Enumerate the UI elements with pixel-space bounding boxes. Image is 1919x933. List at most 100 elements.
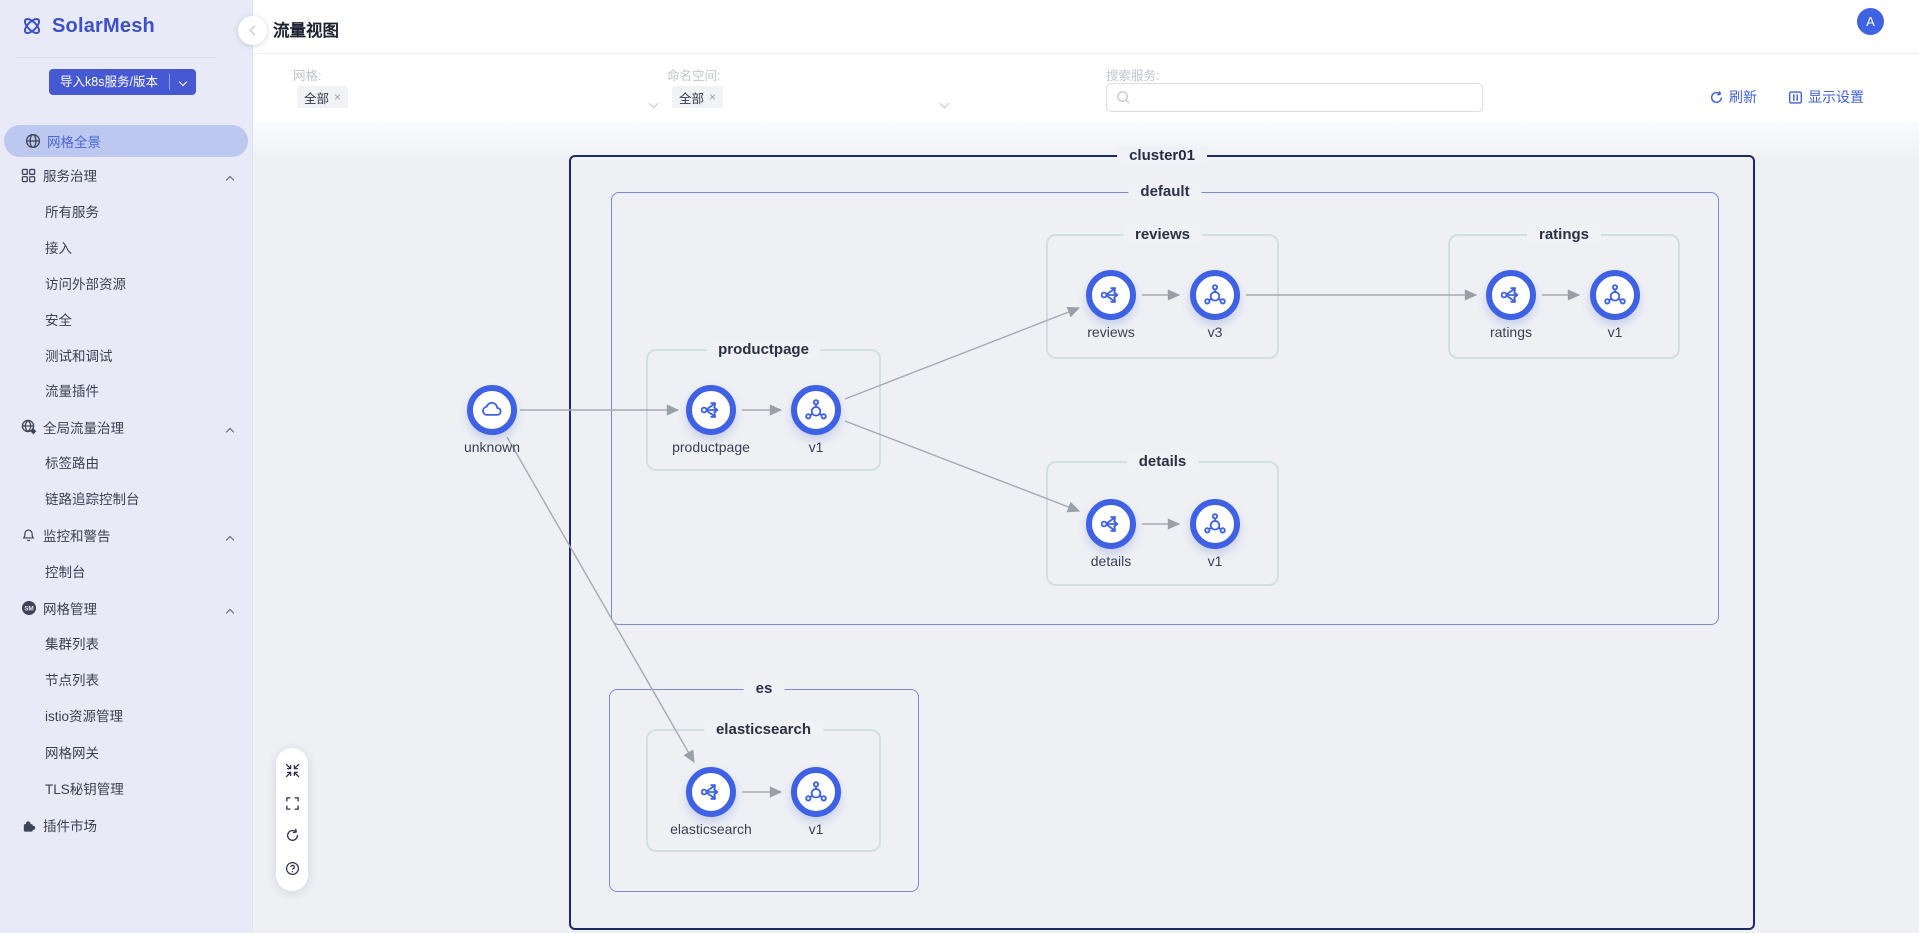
sidebar-item-traffic-plugins[interactable]: 流量插件 xyxy=(0,374,253,406)
sidebar-item-label: 监控和警告 xyxy=(43,529,111,544)
graph-node-productpage-v1[interactable] xyxy=(791,385,841,435)
sidebar-item-label: 网格网关 xyxy=(45,746,99,761)
chevron-up-icon[interactable] xyxy=(225,531,235,546)
namespace-label: es xyxy=(743,680,785,697)
import-k8s-button[interactable]: 导入k8s服务/版本 xyxy=(49,69,196,95)
sidebar-item-tls-secrets[interactable]: TLS秘钥管理 xyxy=(0,772,253,804)
sidebar-item-label: 控制台 xyxy=(45,565,86,580)
namespace-filter-tag[interactable]: 全部 × xyxy=(672,86,724,108)
graph-node-ratings-v1[interactable] xyxy=(1590,270,1640,320)
sidebar-item-monitoring-alerts[interactable]: 监控和警告 xyxy=(0,519,253,551)
traffic-graph-canvas[interactable]: cluster01 default es productpage reviews… xyxy=(253,122,1919,933)
display-settings-label: 显示设置 xyxy=(1808,89,1864,105)
sidebar-item-label: 接入 xyxy=(45,241,72,256)
cloud-icon xyxy=(479,397,505,423)
app-title: SolarMesh xyxy=(52,14,155,37)
search-icon xyxy=(1116,90,1131,105)
alert-bell-icon xyxy=(20,527,37,544)
sidebar-item-label: 网格全景 xyxy=(47,135,101,150)
graph-node-productpage[interactable] xyxy=(686,385,736,435)
sidebar-item-console[interactable]: 控制台 xyxy=(0,555,253,587)
solarmesh-logo-icon xyxy=(20,14,44,38)
workload-icon xyxy=(1202,282,1228,308)
graph-node-reviews[interactable] xyxy=(1086,270,1136,320)
sidebar-item-label-routing[interactable]: 标签路由 xyxy=(0,446,253,478)
services-grid-icon xyxy=(20,167,37,184)
compress-button[interactable] xyxy=(279,757,305,783)
namespace-filter-value: 全部 xyxy=(679,91,705,106)
mesh-admin-icon: SM xyxy=(20,600,37,617)
graph-node-details-v1[interactable] xyxy=(1190,499,1240,549)
sidebar-item-all-services[interactable]: 所有服务 xyxy=(0,195,253,227)
namespace-box-default: default xyxy=(611,183,1719,625)
chevron-up-icon[interactable] xyxy=(225,604,235,619)
display-settings-button[interactable]: 显示设置 xyxy=(1788,87,1864,107)
avatar[interactable]: A xyxy=(1857,8,1884,35)
sidebar-item-mesh-admin[interactable]: SM 网格管理 xyxy=(0,592,253,624)
sidebar-item-istio-resources[interactable]: istio资源管理 xyxy=(0,699,253,731)
graph-node-details[interactable] xyxy=(1086,499,1136,549)
namespace-box-es: es xyxy=(609,680,919,892)
reload-button[interactable] xyxy=(279,823,305,849)
page-title: 流量视图 xyxy=(273,22,339,40)
sidebar-item-service-governance[interactable]: 服务治理 xyxy=(0,159,253,191)
workload-icon xyxy=(1202,511,1228,537)
filter-bar: 网格: 全部 × 命名空间: 全部 × 搜索服务: 刷新 xyxy=(253,54,1919,122)
sidebar-item-global-traffic[interactable]: 全局流量治理 xyxy=(0,411,253,443)
import-dropdown-button[interactable] xyxy=(170,77,196,87)
help-button[interactable] xyxy=(279,856,305,882)
group-box-ratings: ratings xyxy=(1448,226,1680,359)
graph-node-ratings[interactable] xyxy=(1486,270,1536,320)
sidebar-item-mesh-gateway[interactable]: 网格网关 xyxy=(0,736,253,768)
display-settings-icon xyxy=(1788,90,1803,105)
group-label: ratings xyxy=(1526,226,1602,243)
sidebar-item-cluster-list[interactable]: 集群列表 xyxy=(0,627,253,659)
sidebar-item-plugin-market[interactable]: 插件市场 xyxy=(0,809,253,841)
group-box-details: details xyxy=(1046,453,1279,586)
sidebar-item-node-list[interactable]: 节点列表 xyxy=(0,663,253,695)
chevron-up-icon[interactable] xyxy=(225,423,235,438)
graph-node-unknown[interactable] xyxy=(467,385,517,435)
search-box xyxy=(1106,83,1483,112)
group-box-reviews: reviews xyxy=(1046,226,1279,359)
service-icon xyxy=(698,779,724,805)
page-header: 流量视图 A xyxy=(238,0,1919,54)
mesh-dropdown-chevron-icon[interactable] xyxy=(648,94,659,112)
puzzle-icon xyxy=(20,817,37,834)
graph-node-reviews-v3[interactable] xyxy=(1190,270,1240,320)
refresh-button[interactable]: 刷新 xyxy=(1709,87,1757,107)
graph-node-elasticsearch-v1[interactable] xyxy=(791,767,841,817)
graph-node-elasticsearch[interactable] xyxy=(686,767,736,817)
service-icon xyxy=(1098,511,1124,537)
sidebar-item-test-debug[interactable]: 测试和调试 xyxy=(0,339,253,371)
sidebar-item-label: 网格管理 xyxy=(43,602,97,617)
remove-tag-icon[interactable]: × xyxy=(334,90,342,104)
workload-icon xyxy=(803,779,829,805)
workload-icon xyxy=(803,397,829,423)
sidebar-item-label: 安全 xyxy=(45,313,72,328)
workload-icon xyxy=(1602,282,1628,308)
service-icon xyxy=(1498,282,1524,308)
sidebar-item-onboard[interactable]: 接入 xyxy=(0,231,253,263)
graph-toolbar xyxy=(276,748,308,891)
compress-icon xyxy=(285,763,300,778)
sidebar-item-security[interactable]: 安全 xyxy=(0,303,253,335)
back-button[interactable] xyxy=(238,16,267,45)
globe-gear-icon xyxy=(20,419,37,436)
remove-tag-icon[interactable]: × xyxy=(709,90,717,104)
service-icon xyxy=(1098,282,1124,308)
refresh-label: 刷新 xyxy=(1729,89,1757,105)
sidebar-item-tracing-console[interactable]: 链路追踪控制台 xyxy=(0,482,253,514)
app-logo: SolarMesh xyxy=(20,14,155,38)
search-input[interactable] xyxy=(1138,90,1473,105)
chevron-left-icon xyxy=(249,25,259,36)
fullscreen-button[interactable] xyxy=(279,790,305,816)
namespace-dropdown-chevron-icon[interactable] xyxy=(939,94,950,112)
mesh-filter-tag[interactable]: 全部 × xyxy=(297,86,349,108)
sidebar-item-mesh-overview[interactable]: 网格全景 xyxy=(4,125,248,157)
mesh-filter-label: 网格: xyxy=(293,69,322,83)
chevron-up-icon[interactable] xyxy=(225,171,235,186)
divider xyxy=(169,74,170,90)
sidebar-item-external-resources[interactable]: 访问外部资源 xyxy=(0,267,253,299)
